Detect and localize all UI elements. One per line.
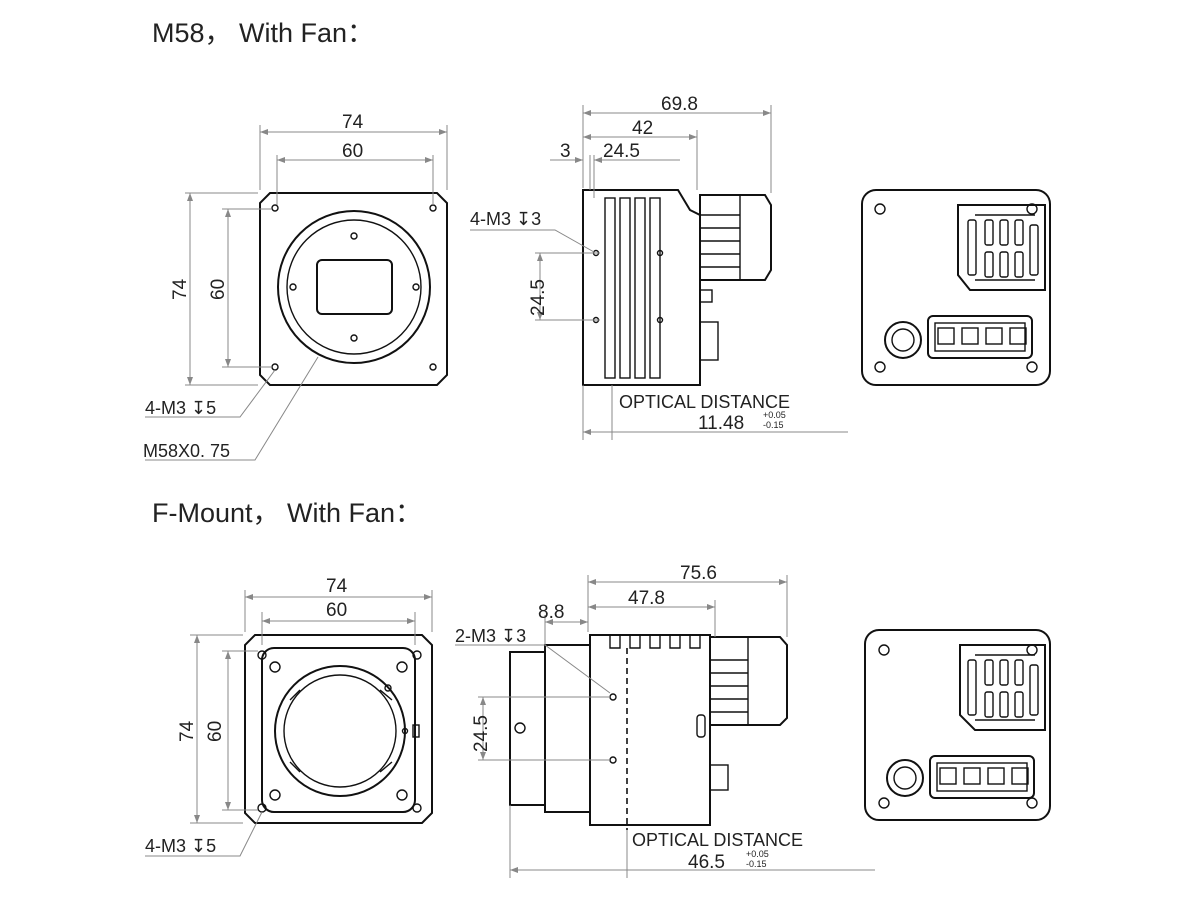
m58-tol-minus: -0.15 — [763, 420, 784, 430]
fmount-tol-plus: +0.05 — [746, 849, 769, 859]
fmount-height-inner: 60 — [205, 721, 226, 742]
section-title-m58: M58， With Fan： — [152, 18, 374, 48]
fmount-front-hole-note: 4-M3 ↧5 — [145, 836, 216, 856]
m58-hole-pitch: 24.5 — [603, 141, 640, 162]
m58-height-inner: 60 — [208, 279, 229, 300]
m58-front-view — [259, 192, 448, 386]
m58-offset: 3 — [560, 141, 571, 162]
m58-side-view — [582, 189, 772, 386]
section-title-fmount: F-Mount， With Fan： — [152, 498, 422, 528]
fmount-tol-minus: -0.15 — [746, 859, 767, 869]
fmount-length-body: 47.8 — [628, 588, 665, 609]
fmount-side-hole-note: 2-M3 ↧3 — [455, 626, 526, 646]
fmount-side-dimensions — [455, 575, 875, 878]
fmount-height-outer: 74 — [177, 720, 198, 742]
m58-tol-plus: +0.05 — [763, 410, 786, 420]
m58-side-hole-note: 4-M3 ↧3 — [470, 209, 541, 229]
fmount-back-view — [864, 629, 1051, 821]
fmount-length-total: 75.6 — [680, 563, 717, 584]
fmount-optical-value: 46.5 — [688, 852, 725, 873]
fmount-width-outer: 74 — [326, 576, 348, 597]
fmount-width-inner: 60 — [326, 600, 347, 621]
fmount-vertical-pitch: 24.5 — [471, 715, 492, 752]
fmount-side-view — [509, 634, 788, 830]
m58-front-dimensions — [145, 125, 448, 461]
m58-back-view — [861, 189, 1051, 386]
fmount-front-view — [244, 634, 433, 824]
m58-width-outer: 74 — [342, 112, 364, 133]
m58-thread-note: M58X0. 75 — [143, 441, 230, 461]
m58-optical-value: 11.48 — [698, 413, 744, 434]
m58-height-outer: 74 — [170, 278, 191, 300]
m58-side-dimensions — [470, 105, 848, 440]
m58-front-hole-note: 4-M3 ↧5 — [145, 398, 216, 418]
fmount-front-dimensions — [145, 590, 433, 857]
m58-width-inner: 60 — [342, 141, 363, 162]
m58-optical-label: OPTICAL DISTANCE — [619, 392, 790, 412]
fmount-optical-label: OPTICAL DISTANCE — [632, 830, 803, 850]
fmount-offset: 8.8 — [538, 602, 564, 623]
m58-vertical-pitch: 24.5 — [528, 279, 549, 316]
m58-length-body: 42 — [632, 118, 653, 139]
m58-length-total: 69.8 — [661, 94, 698, 115]
